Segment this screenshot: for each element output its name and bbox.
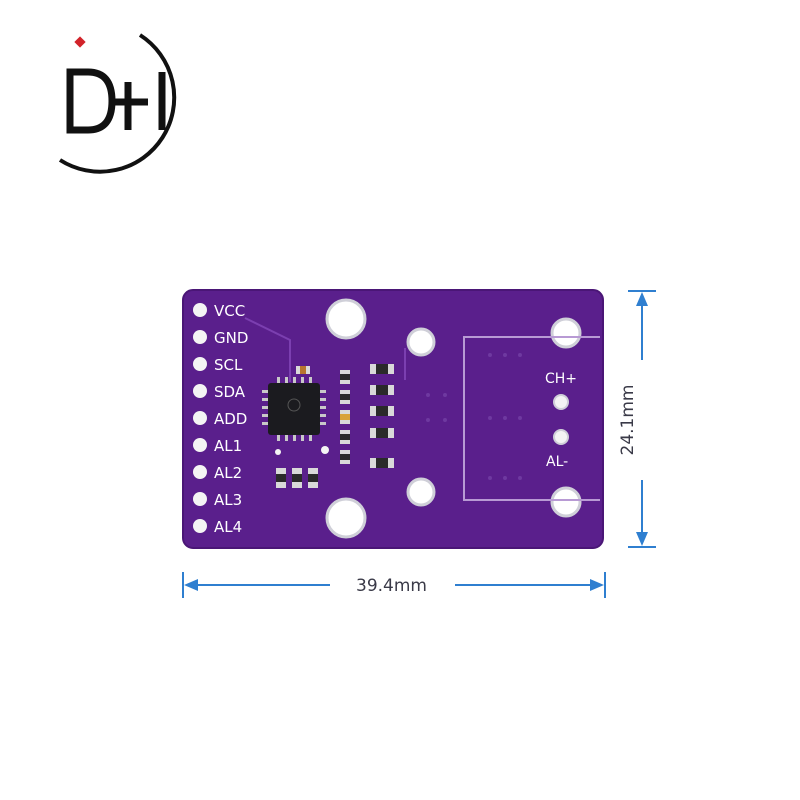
smd-components — [275, 364, 394, 488]
pin-pad — [193, 384, 207, 398]
pin-pad — [193, 411, 207, 425]
pin-pad — [193, 465, 207, 479]
pin-pad — [193, 330, 207, 344]
pin-header — [193, 303, 207, 533]
mounting-hole — [406, 327, 436, 357]
al-minus-label: AL- — [546, 454, 568, 470]
mounting-hole — [325, 298, 367, 340]
al-minus-pad — [553, 429, 569, 445]
silkscreen-outline — [463, 336, 600, 501]
brand-logo — [58, 33, 177, 174]
pin-label-gnd: GND — [214, 329, 248, 347]
via-grid — [426, 353, 522, 480]
pin-label-add: ADD — [214, 410, 247, 428]
pin-label-sda: SDA — [214, 383, 246, 401]
pin-pad — [193, 519, 207, 533]
pcb-board — [182, 289, 604, 549]
pin-pad — [193, 357, 207, 371]
width-dimension-label: 39.4mm — [356, 576, 427, 596]
ch-plus-label: CH+ — [545, 371, 577, 387]
mounting-hole — [325, 497, 367, 539]
pin-label-scl: SCL — [214, 356, 243, 374]
pin-label-al4: AL4 — [214, 518, 242, 536]
ch-plus-pad — [553, 394, 569, 410]
mounting-hole — [550, 317, 582, 349]
logo-arc — [58, 33, 177, 174]
height-dimension-label: 24.1mm — [618, 384, 638, 456]
pin-label-vcc: VCC — [214, 302, 245, 320]
pin-pad — [193, 438, 207, 452]
pin-pad — [193, 303, 207, 317]
mounting-hole — [406, 477, 436, 507]
pin-pad — [193, 492, 207, 506]
pin-label-al2: AL2 — [214, 464, 242, 482]
mounting-hole — [550, 486, 582, 518]
pin-label-al1: AL1 — [214, 437, 242, 455]
width-dimension — [182, 572, 606, 598]
pin-label-al3: AL3 — [214, 491, 242, 509]
height-dimension — [628, 290, 656, 548]
trace — [244, 317, 291, 382]
ic-chip — [262, 377, 326, 441]
